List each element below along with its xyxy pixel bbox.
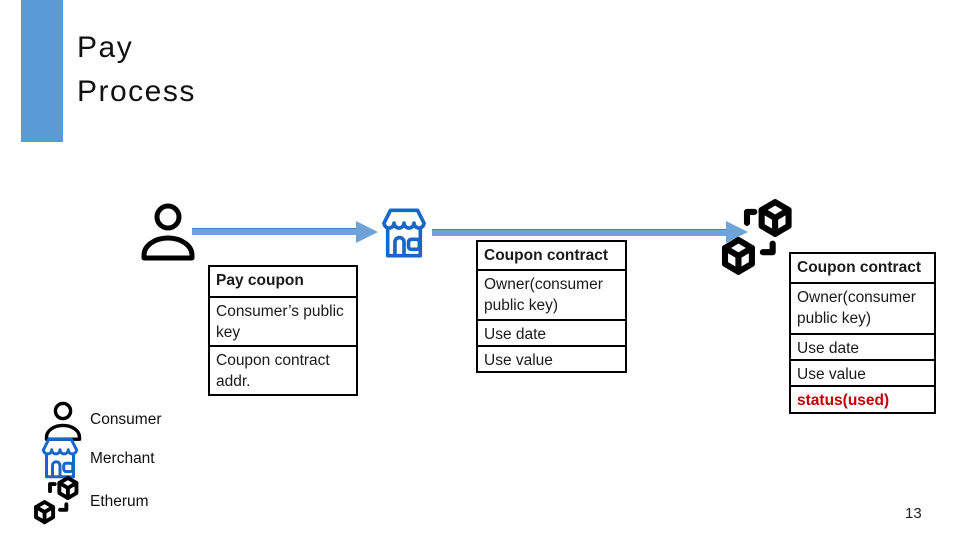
person-icon — [141, 203, 195, 261]
legend-label-merchant: Merchant — [90, 450, 155, 467]
blockchain-icon — [721, 199, 792, 275]
table-row: Use value — [791, 359, 934, 385]
title-accent-bar — [21, 0, 63, 142]
table-row: Use date — [791, 333, 934, 359]
table-row: Use date — [478, 319, 625, 345]
table-row: Consumer’s public key — [210, 296, 356, 345]
pay-coupon-header: Pay coupon — [216, 272, 304, 289]
page-title-line1: Pay — [77, 31, 134, 64]
table-row: Use value — [478, 345, 625, 371]
page-title: Pay Process — [77, 26, 196, 114]
status-row: status(used) — [791, 385, 934, 412]
person-icon — [44, 401, 82, 441]
page-number: 13 — [905, 505, 922, 522]
coupon-contract-table-right: Coupon contract Owner(consumer public ke… — [789, 252, 936, 414]
table-row: Coupon contract addr. — [210, 345, 356, 394]
table-row: Owner(consumer public key) — [478, 269, 625, 319]
blockchain-icon — [34, 475, 79, 525]
coupon-contract-header: Coupon contract — [797, 259, 921, 276]
store-icon — [42, 437, 78, 479]
coupon-contract-table-middle: Coupon contract Owner(consumer public ke… — [476, 240, 627, 373]
legend-label-consumer: Consumer — [90, 411, 162, 428]
store-icon — [382, 208, 426, 258]
pay-coupon-table: Pay coupon Consumer’s public key Coupon … — [208, 265, 358, 396]
arrow-merchant-to-ethereum — [432, 229, 728, 236]
arrowhead-merchant-to-ethereum-icon — [726, 221, 748, 243]
page-title-line2: Process — [77, 75, 196, 108]
legend-label-etherum: Etherum — [90, 493, 149, 510]
table-row: Owner(consumer public key) — [791, 282, 934, 333]
arrow-consumer-to-merchant — [192, 228, 358, 235]
arrowhead-consumer-to-merchant-icon — [356, 221, 378, 243]
coupon-contract-header: Coupon contract — [484, 247, 608, 264]
